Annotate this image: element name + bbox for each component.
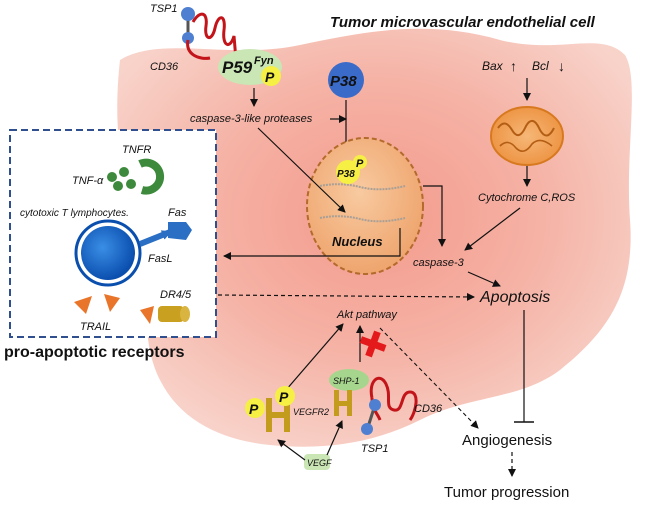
fasl-arrow	[138, 229, 172, 247]
caspase-like-label: caspase-3-like proteases	[190, 113, 313, 125]
bcl-down-arrow: ↓	[558, 58, 565, 74]
ctl-label: cytotoxic T lymphocytes.	[20, 208, 129, 219]
caspase3-label: caspase-3	[413, 257, 465, 269]
p59-label: P59	[222, 58, 253, 77]
p38-circle	[328, 62, 364, 98]
dna-strand-1	[319, 183, 406, 191]
vegfr2-label: VEGFR2	[293, 407, 329, 417]
arrow-caspase3-to-apoptosis	[467, 271, 501, 287]
p38-nucleus-p-badge	[353, 155, 367, 169]
vegfr2-p-badge-left	[245, 398, 265, 418]
arrow-vegfr2-to-akt	[285, 323, 344, 391]
dashed-arrow-receptors-to-apoptosis	[217, 292, 475, 301]
p38-nucleus-p-letter: P	[356, 158, 364, 170]
fas-receptor	[168, 222, 192, 240]
vegf-box	[304, 454, 330, 470]
tnf-alpha-label: TNF-α	[72, 175, 104, 187]
ctl-cell	[81, 226, 135, 280]
vegfr2-p-badge-right	[275, 386, 295, 406]
cd36-top-label: CD36	[150, 61, 179, 73]
dashed-arrow-akt-to-angiogenesis	[379, 327, 479, 429]
arrow-vegf-to-receptor	[326, 420, 343, 456]
cytochrome-label: Cytochrome C,ROS	[478, 192, 576, 204]
vegfr2-receptor	[266, 398, 290, 432]
cd36-bottom-receptor	[369, 376, 418, 421]
nucleus-label: Nucleus	[332, 234, 383, 249]
bax-up-arrow: ↑	[510, 58, 517, 74]
tsp1-bottom-label: TSP1	[361, 443, 389, 455]
trail-piece-3	[140, 306, 154, 324]
tumor-progression-label: Tumor progression	[444, 484, 569, 501]
p59-p-letter: P	[265, 69, 275, 85]
shp1-label: SHP-1	[333, 376, 360, 386]
cell-title: Tumor microvascular endothelial cell	[330, 14, 596, 31]
tsp1-bottom-head	[361, 423, 373, 435]
vegfr2-p-letter-right: P	[279, 389, 289, 405]
fyn-label: Fyn	[254, 55, 274, 67]
dr45-label: DR4/5	[160, 289, 192, 301]
trail-label: TRAIL	[80, 321, 111, 333]
p59-p-badge	[261, 66, 281, 86]
dr45-receptor-cap	[180, 306, 190, 322]
tnfr-receptor	[138, 158, 165, 195]
vegf-label: VEGF	[307, 458, 332, 468]
mitochondrion-cristae	[497, 119, 555, 137]
angiogenesis-label: Angiogenesis	[462, 432, 552, 449]
fasl-label: FasL	[148, 253, 172, 265]
mitochondrion	[490, 106, 564, 166]
p38-nucleus-circle	[336, 160, 360, 184]
tsp1-top-label: TSP1	[150, 3, 178, 15]
trail-piece-2	[104, 294, 120, 312]
vegfr2-p-letter-left: P	[249, 401, 259, 417]
pro-apoptotic-label: pro-apoptotic receptors	[4, 344, 185, 361]
receptor-h-near-shp1	[334, 390, 352, 416]
cd36-top-tail	[186, 39, 211, 60]
shp1-oval	[329, 369, 369, 391]
p38-nucleus-label: P38	[337, 169, 355, 180]
tnf-dot-1	[107, 172, 117, 182]
dna-strand-2	[319, 215, 406, 223]
bax-label: Bax	[482, 59, 504, 73]
cd36-top-receptor	[191, 12, 238, 61]
tnf-dot-3	[113, 181, 123, 191]
tnf-dot-4	[126, 179, 136, 189]
arrow-vegf-to-vegfr2	[277, 439, 306, 461]
tsp1-bottom-base	[369, 399, 381, 411]
akt-label: Akt pathway	[336, 309, 398, 321]
tsp1-top-head	[181, 7, 195, 21]
inhibit-cross-icon	[359, 330, 387, 358]
tnf-dot-2	[119, 167, 129, 177]
cd36-bottom-label: CD36	[414, 403, 443, 415]
trail-piece-1	[74, 296, 92, 314]
p38-label: P38	[330, 73, 357, 90]
tsp1-top-base	[182, 32, 194, 44]
dr45-receptor	[158, 306, 184, 322]
arrow-nucleus-to-caspase3	[423, 185, 446, 247]
arrow-caspase-like-to-nucleus	[257, 127, 346, 213]
bcl-label: Bcl	[532, 59, 549, 73]
mitochondrion-cristae-2	[499, 139, 553, 152]
arrow-nucleus-to-receptors	[223, 228, 401, 260]
fas-label: Fas	[168, 207, 187, 219]
tnfr-label: TNFR	[122, 144, 151, 156]
arrow-cytc-to-caspase3	[464, 207, 521, 251]
apoptosis-label: Apoptosis	[479, 289, 550, 306]
